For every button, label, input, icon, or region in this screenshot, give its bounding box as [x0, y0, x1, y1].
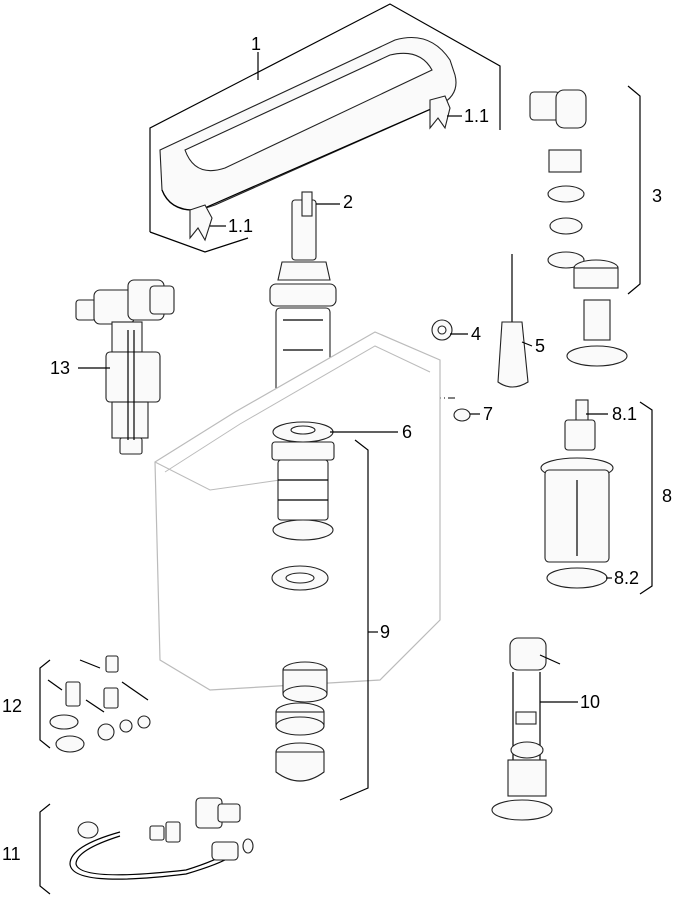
part-7-cap	[453, 408, 471, 422]
label-13: 13	[50, 358, 70, 378]
label-4: 4	[471, 324, 481, 344]
part-3-valve-kit	[529, 89, 628, 367]
label-10: 10	[580, 692, 600, 712]
label-12: 12	[2, 696, 22, 716]
label-1-1-left: 1.1	[228, 216, 253, 236]
part-10-vertical-mechanism	[491, 637, 561, 821]
part-9-seals-sleeves	[275, 661, 328, 782]
part-12-fixing-kit	[47, 655, 151, 753]
part-1-1-lid-clip-right	[429, 95, 451, 130]
part-labels: 1 1.1 1.1 2 3 4 5 6 7 8 8.1 8.2 9 10 11 …	[2, 34, 672, 864]
bracket-8	[639, 401, 653, 595]
bracket-3	[627, 85, 641, 295]
part-11-hose-kit	[69, 797, 254, 880]
label-3: 3	[652, 186, 662, 206]
part-1-cistern-lid	[149, 3, 501, 253]
label-2: 2	[343, 192, 353, 212]
part-1-1-lid-clip-left	[189, 204, 213, 242]
label-5: 5	[535, 336, 545, 356]
part-5-cone-tool	[497, 254, 529, 388]
label-6: 6	[402, 422, 412, 442]
label-11: 11	[2, 844, 21, 864]
label-8: 8	[662, 486, 672, 506]
part-8-flush-valve	[540, 399, 614, 589]
label-9: 9	[380, 622, 390, 642]
label-8-2: 8.2	[614, 568, 639, 588]
part-13-fill-valve	[75, 279, 175, 455]
part-6-drain-valve	[271, 421, 335, 591]
bracket-11	[39, 803, 51, 895]
label-1-1-right: 1.1	[464, 106, 489, 126]
bracket-12	[39, 659, 51, 749]
part-4-stopper	[431, 319, 453, 341]
label-8-1: 8.1	[612, 404, 637, 424]
leader-lines	[78, 52, 612, 703]
label-1: 1	[251, 34, 261, 54]
label-7: 7	[483, 404, 493, 424]
bracket-9	[339, 439, 369, 801]
